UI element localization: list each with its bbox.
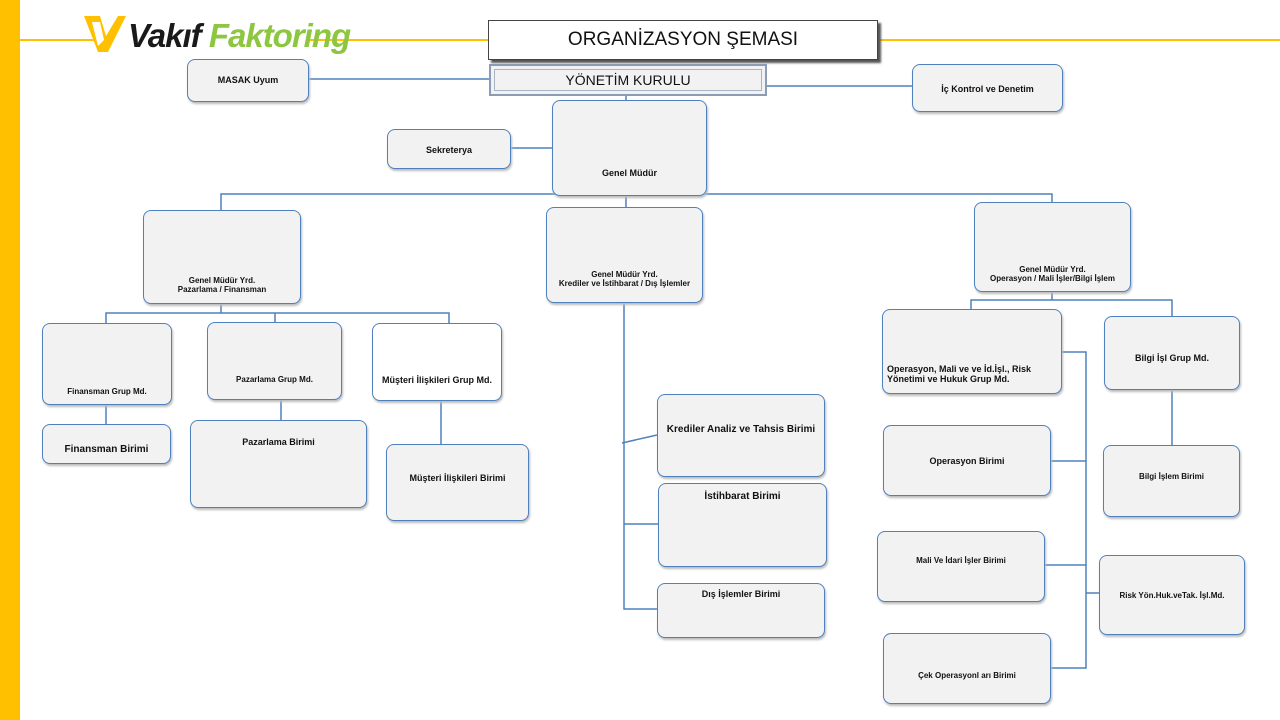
- node-label: YÖNETİM KURULU: [565, 72, 691, 88]
- left-accent-bar: [0, 0, 20, 720]
- node-bilgi-islem-birimi: Bilgi İşlem Birimi: [1103, 445, 1240, 517]
- node-risk-yonetimi: Risk Yön.Huk.veTak. İşl.Md.: [1099, 555, 1245, 635]
- node-gmy-operasyon: Genel Müdür Yrd. Operasyon / Mali İşler/…: [974, 202, 1131, 292]
- logo-text: Vakıf Faktoring: [128, 16, 351, 56]
- node-label: Bilgi İşl Grup Md.: [1135, 353, 1209, 363]
- node-label: Finansman Birimi: [64, 444, 149, 455]
- logo-v-icon: [84, 16, 126, 52]
- node-label: Operasyon Birimi: [929, 456, 1005, 466]
- vakif-faktoring-logo: Vakıf Faktoring: [80, 12, 351, 60]
- node-label: Genel Müdür Yrd. Operasyon / Mali İşler/…: [990, 265, 1115, 284]
- node-operasyon-grup: Operasyon, Mali ve ve İd.İşl., Risk Yöne…: [882, 309, 1062, 394]
- node-mali-idari: Mali Ve İdari İşler Birimi: [877, 531, 1045, 602]
- page-title: ORGANİZASYON ŞEMASI: [488, 20, 878, 60]
- node-label: Genel Müdür Yrd. Pazarlama / Finansman: [177, 276, 267, 295]
- node-masak-uyum: MASAK Uyum: [187, 59, 309, 102]
- node-label: MASAK Uyum: [217, 75, 279, 85]
- node-label: İç Kontrol ve Denetim: [941, 84, 1034, 94]
- node-dis-islemler: Dış İşlemler Birimi: [657, 583, 825, 638]
- node-label: Genel Müdür: [601, 168, 657, 178]
- node-label: Çek Operasyonl arı Birimi: [918, 671, 1016, 680]
- node-label: Bilgi İşlem Birimi: [1139, 472, 1204, 481]
- header-rule-mid: [310, 39, 488, 41]
- node-label: Mali Ve İdari İşler Birimi: [916, 556, 1006, 565]
- node-label: Finansman Grup Md.: [67, 387, 147, 396]
- logo-word-vakif: Vakıf: [128, 17, 202, 54]
- node-label: Dış İşlemler Birimi: [701, 589, 781, 599]
- node-label: Pazarlama Grup Md.: [236, 375, 313, 384]
- node-gmy-pazarlama: Genel Müdür Yrd. Pazarlama / Finansman: [143, 210, 301, 304]
- node-label: İstihbarat Birimi: [704, 491, 781, 502]
- node-label: Risk Yön.Huk.veTak. İşl.Md.: [1119, 591, 1225, 600]
- logo-word-faktoring: Faktoring: [208, 17, 351, 54]
- node-gmy-krediler: Genel Müdür Yrd. Krediler ve İstihbarat …: [546, 207, 703, 303]
- node-label: Krediler Analiz ve Tahsis Birimi: [666, 424, 816, 435]
- node-musteri-grup: Müşteri İlişkileri Grup Md.: [372, 323, 502, 401]
- node-label: Müşteri İlişkileri Grup Md.: [381, 375, 493, 385]
- node-finansman-birimi: Finansman Birimi: [42, 424, 171, 464]
- node-finansman-grup: Finansman Grup Md.: [42, 323, 172, 405]
- node-cek-operasyon: Çek Operasyonl arı Birimi: [883, 633, 1051, 704]
- node-yonetim-kurulu: YÖNETİM KURULU: [489, 64, 767, 96]
- node-ic-kontrol: İç Kontrol ve Denetim: [912, 64, 1063, 112]
- node-pazarlama-grup: Pazarlama Grup Md.: [207, 322, 342, 400]
- node-sekreterya: Sekreterya: [387, 129, 511, 169]
- node-musteri-birimi: Müşteri İlişkileri Birimi: [386, 444, 529, 521]
- node-label: Müşteri İlişkileri Birimi: [409, 473, 506, 483]
- node-label: Operasyon, Mali ve ve İd.İşl., Risk Yöne…: [887, 364, 1032, 385]
- node-label: Pazarlama Birimi: [242, 437, 315, 447]
- node-istihbarat: İstihbarat Birimi: [658, 483, 827, 567]
- node-label: Sekreterya: [425, 145, 473, 155]
- node-genel-mudur: Genel Müdür: [552, 100, 707, 196]
- header-rule-right: [878, 39, 1280, 41]
- node-krediler-analiz: Krediler Analiz ve Tahsis Birimi: [657, 394, 825, 477]
- node-bilgi-grup: Bilgi İşl Grup Md.: [1104, 316, 1240, 390]
- node-pazarlama-birimi: Pazarlama Birimi: [190, 420, 367, 508]
- node-label: Genel Müdür Yrd. Krediler ve İstihbarat …: [558, 270, 691, 289]
- node-operasyon-birimi: Operasyon Birimi: [883, 425, 1051, 496]
- header-rule-left: [20, 39, 110, 41]
